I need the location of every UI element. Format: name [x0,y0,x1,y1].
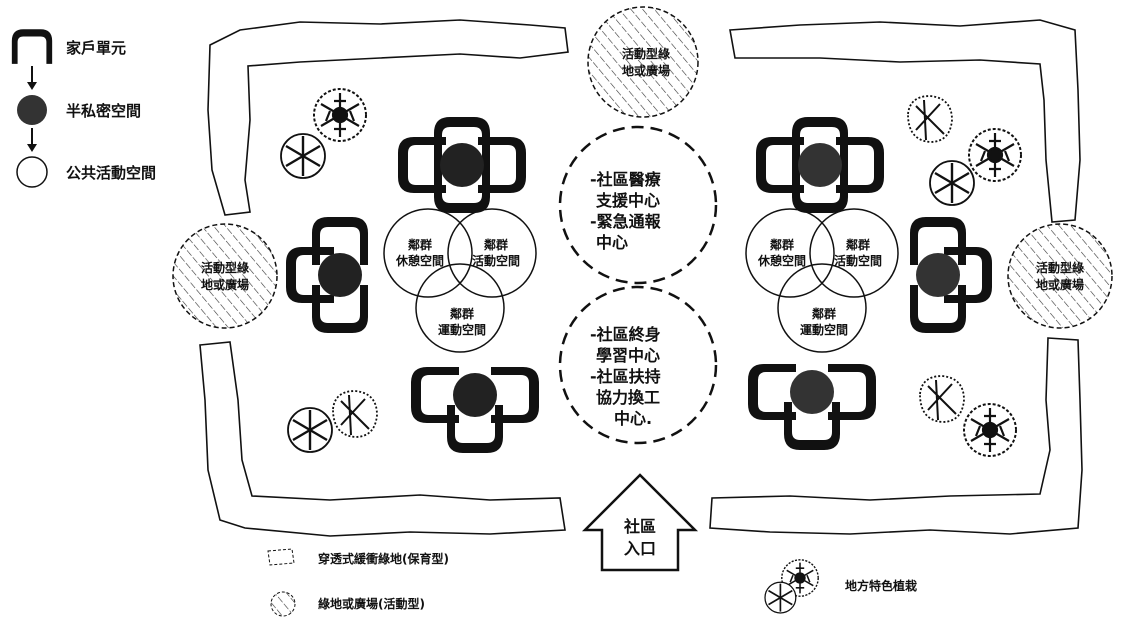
household-unit-bottom [748,364,876,450]
green-plaza-top-line1: 活動型綠 [622,46,671,61]
center-bottom-line-4: 中心. [614,409,652,428]
cluster-activity-line1: 鄰群 [484,237,508,252]
legend-plants-label: 地方特色植栽 [845,578,917,593]
household-unit-bottom [411,367,539,453]
plaza-legend-swatch [271,592,295,616]
household-unit-top [756,117,884,213]
legend-public-circle [17,157,47,187]
bottom-legend: 穿透式緩衝綠地(保育型) 綠地或廣場(活動型) 地方特色植栽 [268,549,917,616]
legend-plaza-label: 綠地或廣場(活動型) [318,596,425,611]
entrance-line2: 入口 [624,539,656,558]
cluster-activity-line1: 鄰群 [846,237,870,252]
green-plaza-left: 活動型綠 地或廣場 [173,224,277,328]
cluster-sport-line2: 運動空間 [800,322,848,337]
cluster-rest-circle [384,209,472,297]
household-unit-left [286,217,368,333]
cluster-activity-line2: 活動空間 [472,253,520,268]
green-plaza-right-line1: 活動型綠 [1036,260,1085,275]
legend-public-label: 公共活動空間 [66,164,156,182]
plant-legend-icon [765,560,818,613]
legend: 家戶單元 半私密空間 公共活動空間 [12,29,156,187]
cluster-rest-line1: 鄰群 [770,237,794,252]
center-top-line-2: -緊急通報 [590,212,662,231]
cluster-rest-line2: 休憩空間 [395,253,444,268]
center-bottom-line-0: -社區終身 [590,325,661,344]
center-top-line-1: 支援中心 [595,191,660,210]
green-plaza-top-line2: 地或廣場 [622,63,670,78]
center-medical-circle: -社區醫療 支援中心 -緊急通報 中心 [560,127,716,283]
cluster-activity-circle [448,209,536,297]
cluster-rest-line2: 休憩空間 [757,253,806,268]
cluster-sport-line1: 鄰群 [812,306,836,321]
household-legend-icon [12,29,52,64]
center-bottom-line-2: -社區扶持 [590,367,661,386]
buffer-legend-swatch [268,549,294,565]
cluster-activity-line2: 活動空間 [834,253,882,268]
cluster-rest-circle [746,209,834,297]
center-bottom-line-1: 學習中心 [596,346,660,365]
household-unit-top [398,117,526,213]
legend-semi-private-dot [17,95,47,125]
green-plaza-left-line1: 活動型綠 [201,260,250,275]
legend-household-label: 家戶單元 [66,39,126,57]
center-bottom-line-3: 協力換工 [596,388,660,407]
household-unit-right [910,217,992,333]
center-learning-circle: -社區終身 學習中心 -社區扶持 協力換工 中心. [560,287,716,443]
legend-buffer-label: 穿透式緩衝綠地(保育型) [318,551,449,566]
green-plaza-right-line2: 地或廣場 [1036,277,1084,292]
cluster-rest-line1: 鄰群 [408,237,432,252]
left-cluster: 鄰群 休憩空間 鄰群 活動空間 鄰群 運動空間 [286,117,539,453]
green-plaza-right: 活動型綠 地或廣場 [1008,224,1112,328]
center-top-line-0: -社區醫療 [590,170,662,189]
community-entrance-arrow: 社區 入口 [585,475,695,570]
green-plaza-left-line2: 地或廣場 [201,277,249,292]
cluster-sport-line1: 鄰群 [450,306,474,321]
green-plaza-top: 活動型綠 地或廣場 [588,7,698,117]
entrance-line1: 社區 [623,517,656,536]
center-top-line-3: 中心 [596,233,628,252]
cluster-activity-circle [810,209,898,297]
cluster-sport-line2: 運動空間 [438,322,486,337]
legend-semi-private-label: 半私密空間 [66,102,141,120]
